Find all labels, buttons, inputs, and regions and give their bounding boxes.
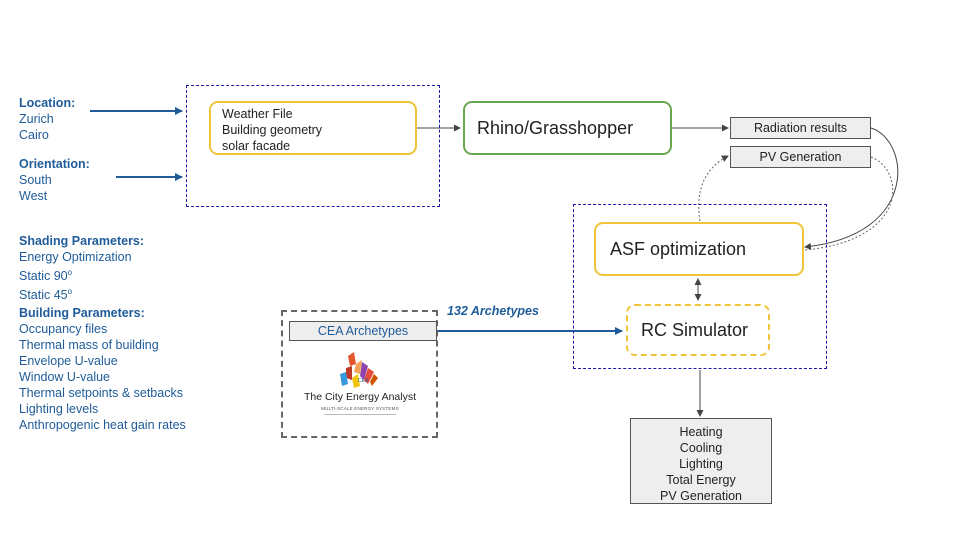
result-line: Cooling — [679, 441, 723, 455]
orientation-item: South — [19, 173, 52, 187]
building-item: Envelope U-value — [19, 354, 118, 368]
input-line: Weather File — [222, 107, 293, 121]
building-item: Thermal setpoints & setbacks — [19, 386, 183, 400]
location-title: Location: — [19, 96, 76, 110]
rhino-label: Rhino/Grasshopper — [477, 117, 634, 138]
result-line: Lighting — [679, 457, 723, 471]
cea-logo-tag: CEA — [358, 378, 369, 384]
building-title: Building Parameters: — [19, 306, 145, 320]
pv-dotted-curve — [804, 156, 894, 251]
building-item: Window U-value — [19, 370, 111, 384]
asf-label: ASF optimization — [610, 238, 747, 259]
input-line: solar facade — [222, 139, 291, 153]
radiation-results-box: Radiation results — [730, 117, 871, 139]
inputs-box: Weather File Building geometry solar fac… — [209, 101, 417, 155]
rc-simulator-box: RC Simulator — [626, 304, 770, 356]
asf-optimization-box: ASF optimization — [594, 222, 804, 276]
archetypes-link-label: 132 Archetypes — [447, 304, 539, 318]
cea-group — [281, 310, 438, 438]
result-line: Heating — [679, 425, 723, 439]
building-block: Building Parameters: Occupancy files The… — [19, 305, 186, 433]
cea-logo-title: The City Energy Analyst — [303, 391, 417, 403]
simulation-group — [573, 204, 827, 369]
location-item: Zurich — [19, 112, 54, 126]
building-item: Thermal mass of building — [19, 338, 159, 352]
building-item: Lighting levels — [19, 402, 99, 416]
radiation-to-asf-arrow — [804, 127, 899, 250]
building-item: Anthropogenic heat gain rates — [19, 418, 186, 432]
location-block: Location: Zurich Cairo — [19, 95, 75, 143]
results-box: Heating Cooling Lighting Total Energy PV… — [630, 418, 772, 504]
cea-logo-subtitle: MULTI-SCALE ENERGY SYSTEMS — [321, 406, 399, 411]
rc-label: RC Simulator — [641, 319, 749, 340]
shading-title: Shading Parameters: — [19, 234, 145, 248]
cea-logo-underline — [324, 414, 396, 415]
inputs-group — [186, 85, 440, 207]
shading-item: Static 45o — [19, 287, 73, 303]
shading-item: Static 90o — [19, 268, 73, 284]
pv-generation-box: PV Generation — [730, 146, 871, 168]
asf-to-pv-arrow — [698, 155, 729, 222]
orientation-title: Orientation: — [19, 157, 90, 171]
shading-block: Shading Parameters: Energy Optimization … — [19, 233, 144, 303]
result-line: PV Generation — [660, 489, 742, 503]
input-line: Building geometry — [222, 123, 323, 137]
cea-logo: CEA The City Energy Analyst MULTI-SCALE … — [290, 352, 430, 422]
orientation-block: Orientation: South West — [19, 156, 90, 204]
cea-logo-mark — [340, 352, 378, 388]
building-item: Occupancy files — [19, 322, 108, 336]
location-item: Cairo — [19, 128, 49, 142]
shading-item: Energy Optimization — [19, 250, 132, 264]
orientation-item: West — [19, 189, 48, 203]
result-line: Total Energy — [666, 473, 736, 487]
rhino-grasshopper-box: Rhino/Grasshopper — [463, 101, 672, 155]
cea-archetypes-box: CEA Archetypes — [289, 321, 437, 341]
